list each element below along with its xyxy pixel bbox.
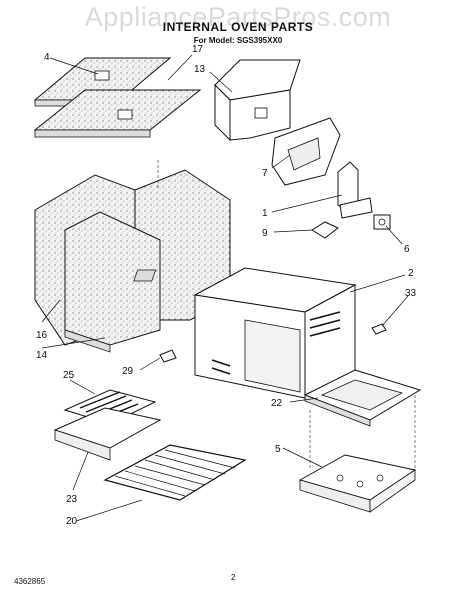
callout-16: 16	[36, 330, 48, 341]
callout-23: 23	[66, 494, 78, 505]
callout-2: 2	[408, 268, 414, 279]
part-5-burner-box	[298, 454, 417, 513]
part-1-bracket	[337, 161, 373, 219]
oven-cavity	[133, 267, 357, 399]
broiler-pan	[53, 389, 162, 461]
part-29-clip	[159, 349, 177, 363]
callout-14: 14	[36, 350, 48, 361]
page-number: 2	[231, 573, 236, 582]
callout-20: 20	[66, 516, 78, 527]
part-33-clip	[371, 323, 387, 335]
part-13-shield	[214, 59, 301, 142]
callout-22: 22	[271, 398, 283, 409]
callout-33: 33	[405, 288, 417, 299]
callout-1: 1	[262, 208, 268, 219]
part-9-plate	[311, 221, 339, 239]
callout-6: 6	[404, 244, 410, 255]
leader-lines	[41, 54, 409, 522]
top-insulation-panel-lower	[33, 89, 202, 138]
callout-numbers: 4 17 13 7 1 9 6 2 33 16 14 29 25 22 5 23 20	[36, 44, 417, 527]
oven-rack	[103, 444, 247, 501]
diagram-title: INTERNAL OVEN PARTS	[162, 20, 314, 34]
callout-25: 25	[63, 370, 75, 381]
part-22-frame	[303, 369, 422, 427]
side-insulation-wrap	[34, 169, 231, 353]
document-number: 4362865	[14, 577, 46, 586]
callout-9: 9	[262, 228, 268, 239]
dashed-guides	[157, 160, 416, 470]
diagram-subtitle: For Model: SGS395XX0	[193, 36, 283, 45]
callout-13: 13	[194, 64, 206, 75]
part-6-block	[373, 214, 391, 230]
part-7-baffle	[271, 117, 341, 186]
callout-29: 29	[122, 366, 134, 377]
callout-17: 17	[192, 44, 204, 55]
watermark: AppliancePartsPros.com	[84, 2, 392, 32]
callout-4: 4	[44, 52, 50, 63]
callout-5: 5	[275, 444, 281, 455]
callout-7: 7	[262, 168, 268, 179]
